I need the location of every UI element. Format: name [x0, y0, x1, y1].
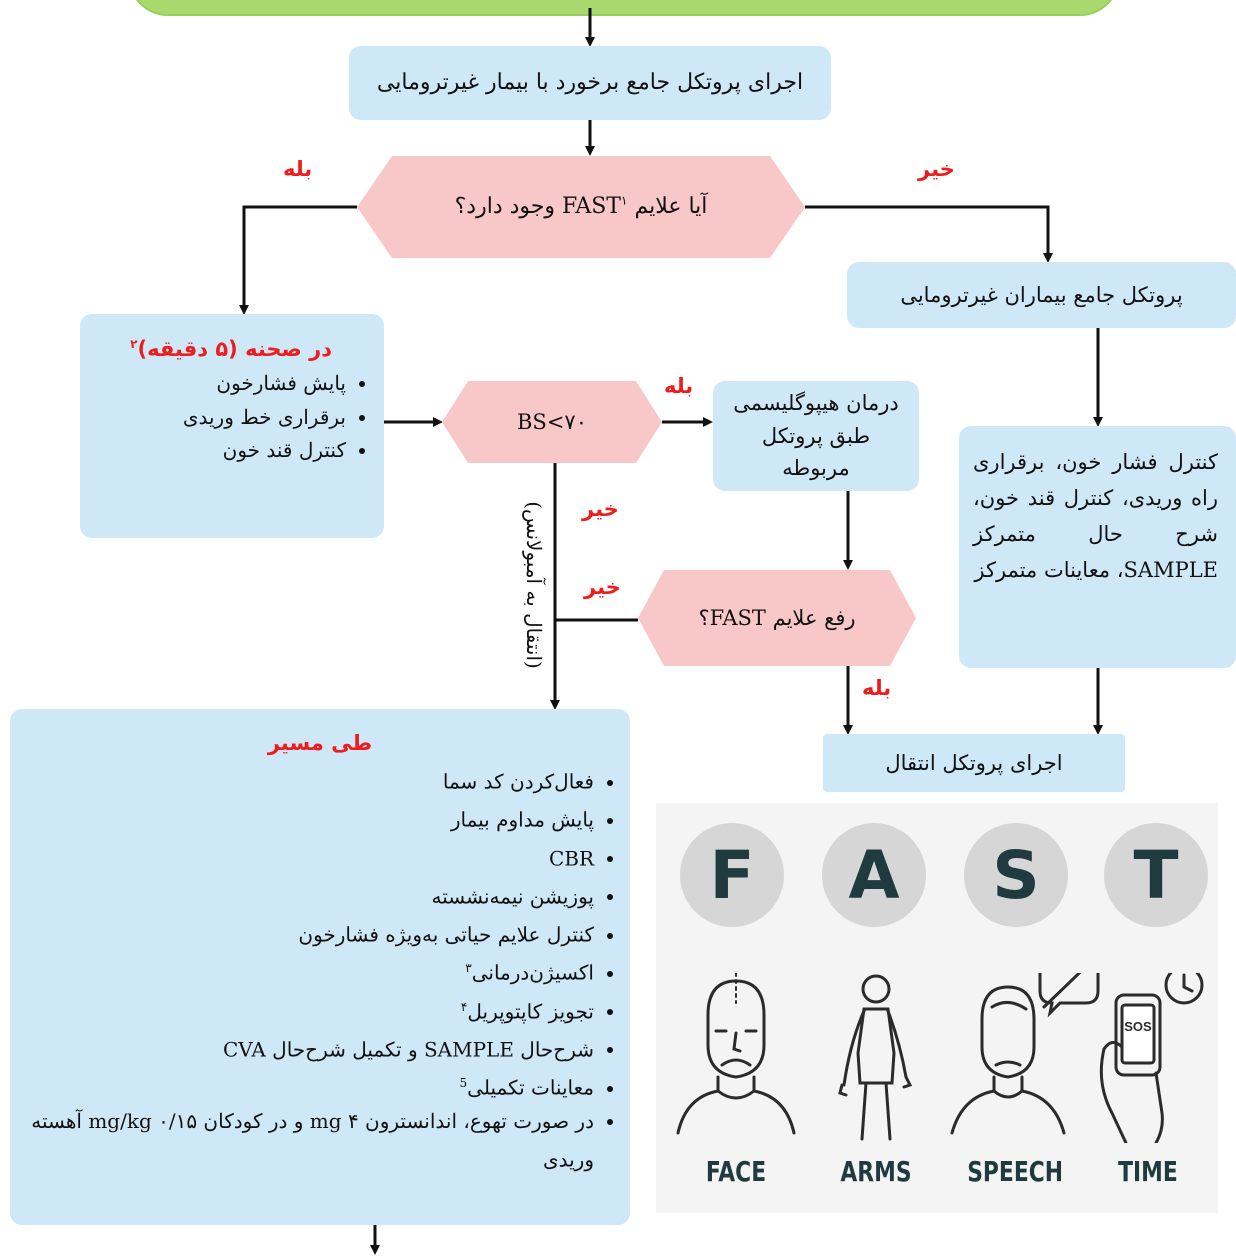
decision-fast-text-after: وجود دارد؟ — [454, 193, 562, 219]
decision-bs-shape — [442, 381, 662, 463]
fast-letter-a: A — [822, 823, 926, 927]
label-yes-fast: بله — [283, 157, 313, 181]
fast-letter-s: S — [964, 823, 1068, 927]
label-yes-resolve: بله — [862, 676, 892, 700]
footnote-3: ۳ — [465, 961, 472, 976]
footnote-4: ۴ — [460, 999, 468, 1014]
phone-sos-text: SOS — [1124, 1019, 1152, 1034]
route-item: فعال‌کردن کد سما — [24, 761, 594, 799]
top-protocol-text: اجرای پروتکل جامع برخورد با بیمار غیرترو… — [376, 69, 804, 95]
route-item: پوزیشن نیمه‌نشسته — [24, 876, 594, 914]
route-item: پایش مداوم بیمار — [24, 799, 594, 837]
decision-resolve-shape — [638, 570, 916, 666]
label-no-resolve: خیر — [584, 575, 621, 599]
decision-resolve-text: رفع علایم FAST؟ — [698, 605, 856, 630]
scene-item: کنترل قند خون — [80, 434, 346, 468]
hypoglycemia-box: درمان هیپوگلیسمی طبق پروتکل مربوطه — [713, 381, 919, 491]
top-protocol-box: اجرای پروتکل جامع برخورد با بیمار غیرترو… — [349, 46, 831, 120]
fast-figures: SOS — [676, 973, 1204, 1143]
scene-item: پایش فشارخون — [80, 367, 346, 401]
fast-label-time: TIME — [1118, 1155, 1178, 1188]
noncardiac-protocol-box: پروتکل جامع بیماران غیرترومایی — [847, 262, 1236, 328]
arrow-no-to-protocol — [805, 205, 1053, 263]
label-no-bs: خیر — [582, 497, 619, 521]
control-box: کنترل فشار خون، برقراری راه وریدی، کنترل… — [959, 426, 1236, 668]
transfer-protocol-box: اجرای پروتکل انتقال — [823, 734, 1125, 792]
transfer-to-ambulance-label: (انتقال به آمبولانس) — [522, 501, 546, 669]
route-item: در صورت تهوع، اندانسترون ۴ mg و در کودکا… — [24, 1105, 594, 1177]
route-title: طی مسیر — [267, 731, 373, 755]
decision-resolve: رفع علایم FAST؟ — [664, 570, 890, 666]
label-yes-bs: بله — [664, 374, 694, 398]
scene-list: پایش فشارخون برقراری خط وریدی کنترل قند … — [80, 367, 384, 468]
route-item: CBR — [24, 838, 594, 876]
fast-letter-f: F — [680, 823, 784, 927]
footnote-1: ۱ — [621, 193, 628, 208]
decision-bs-text: BS<۷۰ — [517, 410, 587, 434]
scene-title: در صحنه (۵ دقیقه) — [137, 337, 332, 361]
noncardiac-protocol-text: پروتکل جامع بیماران غیرترومایی — [900, 282, 1183, 307]
decision-bs: BS<۷۰ — [468, 381, 636, 463]
scene-box: در صحنه (۵ دقیقه)۲ پایش فشارخون برقراری … — [80, 314, 384, 538]
decision-fast-text: آیا علایم FAST — [562, 193, 708, 219]
route-item: اکسیژن‌درمانی۳ — [24, 952, 594, 990]
arrow-yes-to-scene — [239, 205, 357, 315]
route-box: طی مسیر فعال‌کردن کد سما پایش مداوم بیما… — [10, 709, 630, 1225]
label-no-fast: خیر — [918, 157, 955, 181]
route-item: کنترل علایم حیاتی به‌ویژه فشارخون — [24, 914, 594, 952]
route-list: فعال‌کردن کد سما پایش مداوم بیمار CBR پو… — [10, 761, 630, 1177]
footnote-2: ۲ — [130, 337, 138, 351]
decision-fast: آیا علایم FAST۱ وجود دارد؟ — [392, 156, 770, 258]
transfer-protocol-text: اجرای پروتکل انتقال — [885, 750, 1063, 775]
scene-item: برقراری خط وریدی — [80, 401, 346, 435]
time-figure-icon — [1099, 973, 1204, 1143]
speech-figure-icon — [950, 973, 1100, 1135]
route-item: تجویز کاپتوپریل۴ — [24, 991, 594, 1029]
face-figure-icon — [676, 973, 796, 1135]
fast-illustration: F A S T — [656, 803, 1218, 1213]
footnote-5: 5 — [459, 1076, 468, 1090]
fast-label-arms: ARMS — [840, 1155, 912, 1188]
decision-fast-shape — [357, 156, 805, 258]
fast-label-face: FACE — [705, 1155, 767, 1188]
fast-label-speech: SPEECH — [967, 1155, 1064, 1188]
control-text: کنترل فشار خون، برقراری راه وریدی، کنترل… — [973, 450, 1218, 583]
fast-letter-t: T — [1104, 823, 1208, 927]
route-item: معاینات تکمیلی5 — [24, 1067, 594, 1105]
arms-figure-icon — [838, 974, 913, 1141]
hypoglycemia-text: درمان هیپوگلیسمی طبق پروتکل مربوطه — [733, 391, 899, 481]
route-item: شرح‌حال SAMPLE و تکمیل شرح‌حال CVA — [24, 1029, 594, 1067]
